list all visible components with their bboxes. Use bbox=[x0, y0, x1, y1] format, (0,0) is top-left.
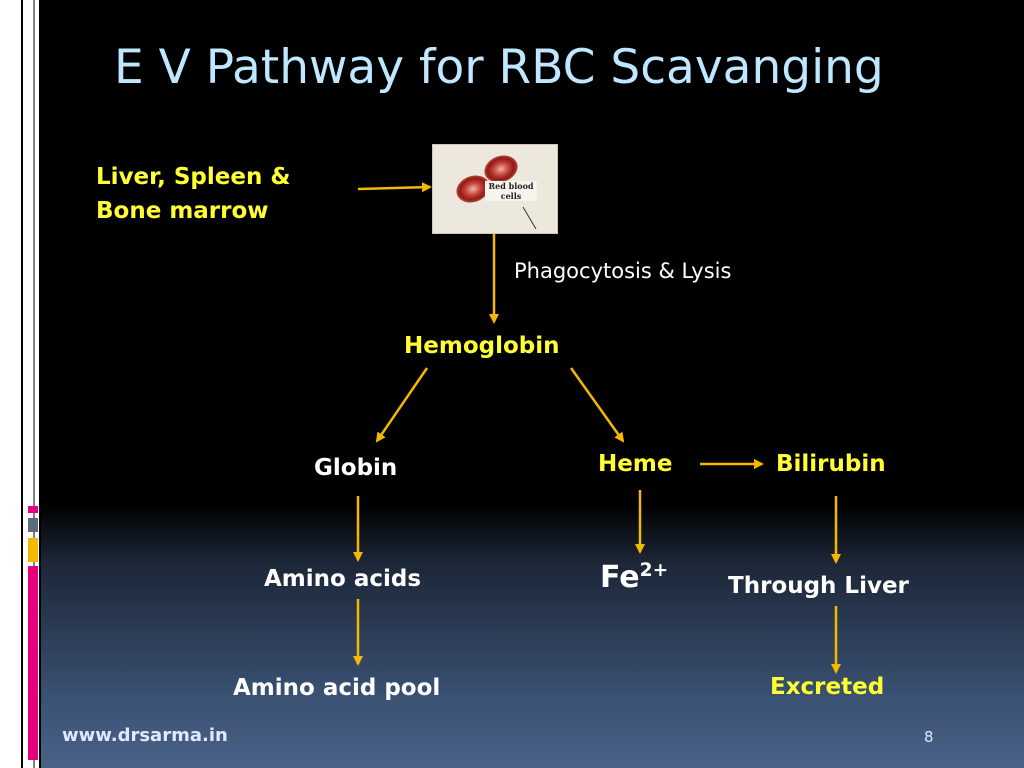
heme-node: Heme bbox=[598, 451, 673, 477]
footer-website: www.drsarma.in bbox=[62, 725, 228, 746]
amino-acid-pool-node: Amino acid pool bbox=[233, 675, 441, 701]
left-decoration bbox=[21, 0, 41, 768]
phagocytosis-lysis-label: Phagocytosis & Lysis bbox=[514, 259, 732, 283]
red-blood-cells-image: Red blood cells bbox=[432, 144, 558, 234]
arrow-source-to-rbc bbox=[357, 182, 432, 193]
rbc-image-caption: Red blood cells bbox=[485, 181, 537, 201]
hemoglobin-node: Hemoglobin bbox=[404, 333, 560, 359]
bilirubin-node: Bilirubin bbox=[776, 451, 886, 477]
globin-node: Globin bbox=[314, 455, 398, 481]
arrow-hemoglobin-to-globin bbox=[375, 367, 429, 443]
red-blood-cells-illustration bbox=[456, 155, 537, 230]
rbc-caption-line-1: Red blood bbox=[488, 181, 534, 191]
through-liver-node: Through Liver bbox=[728, 573, 909, 599]
source-line-1: Liver, Spleen & bbox=[96, 164, 291, 190]
slide-title: E V Pathway for RBC Scavanging bbox=[114, 40, 884, 95]
iron-symbol: Fe bbox=[600, 560, 640, 595]
arrow-hemoglobin-to-heme bbox=[569, 367, 625, 443]
iron-charge: 2+ bbox=[639, 560, 669, 581]
source-line-2: Bone marrow bbox=[96, 198, 269, 224]
iron-ion-node: Fe2+ bbox=[600, 560, 668, 595]
source-organs-label: Liver, Spleen & Bone marrow bbox=[96, 160, 356, 228]
rbc-caption-line-2: cells bbox=[500, 191, 522, 201]
slide-number: 8 bbox=[924, 728, 934, 746]
excreted-node: Excreted bbox=[770, 674, 885, 700]
amino-acids-node: Amino acids bbox=[264, 566, 422, 592]
